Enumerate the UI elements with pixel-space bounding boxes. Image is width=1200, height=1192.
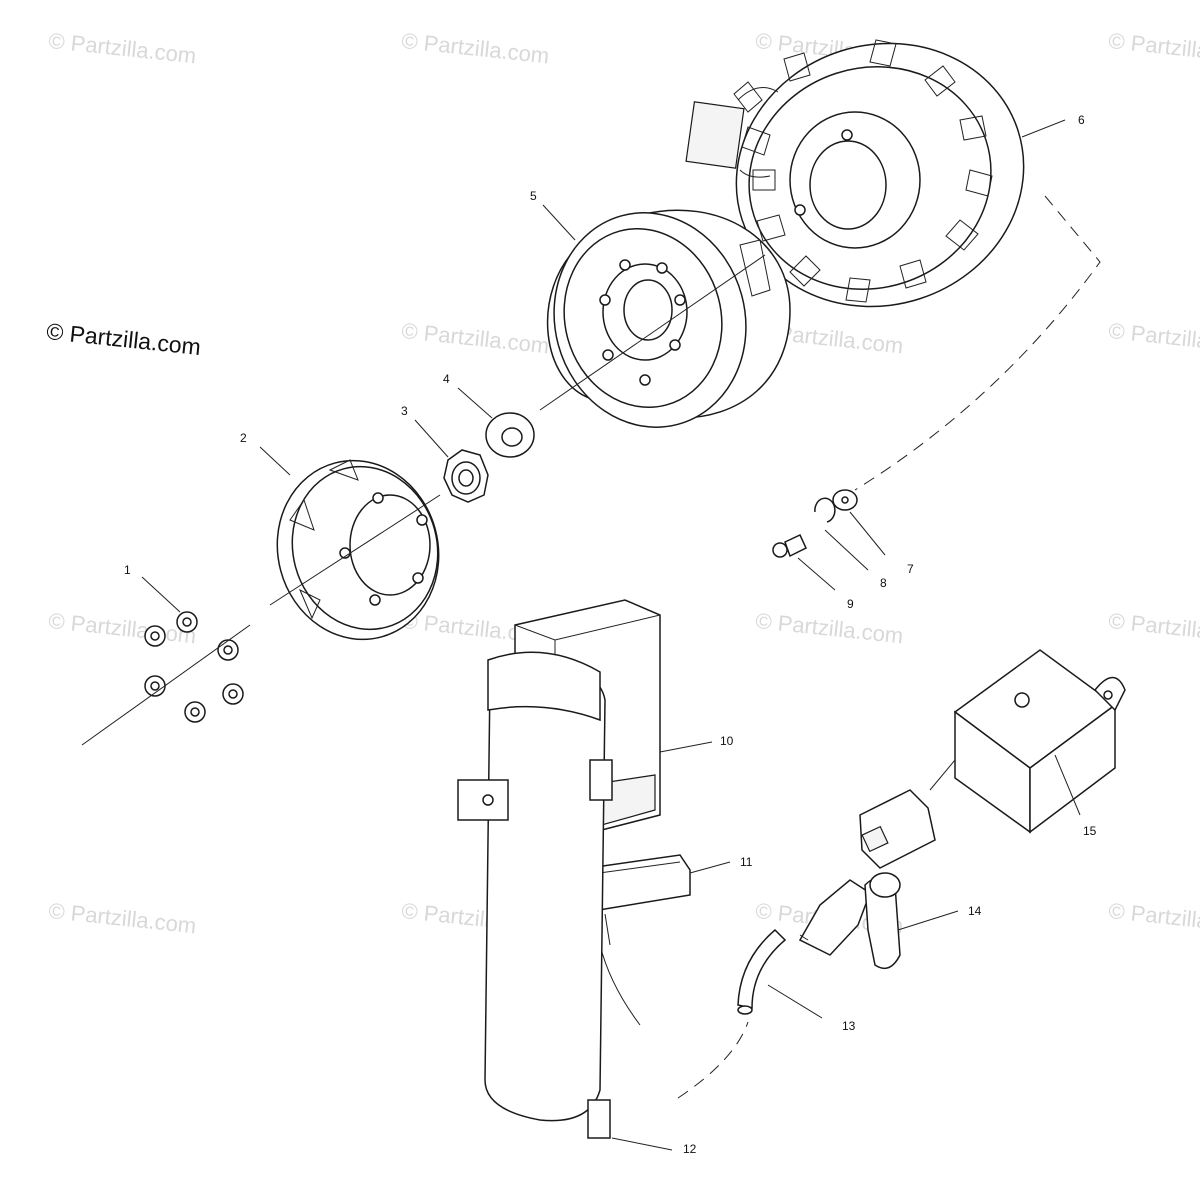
flywheel-part[interactable]	[530, 191, 791, 449]
starter-cup-part[interactable]	[257, 442, 458, 657]
callout-8: 8	[880, 576, 887, 590]
spark-plug-cap-part[interactable]	[798, 872, 901, 970]
callout-12: 12	[683, 1142, 697, 1156]
washer-small-part[interactable]	[832, 489, 858, 511]
callout-2: 2	[240, 431, 247, 445]
regulator-part[interactable]	[859, 649, 1126, 869]
callout-6: 6	[1078, 113, 1085, 127]
washer-part[interactable]	[485, 412, 535, 458]
callout-10: 10	[720, 734, 734, 748]
callout-13: 13	[842, 1019, 856, 1033]
lock-washer-part[interactable]	[814, 497, 836, 523]
screw-part[interactable]	[772, 534, 807, 558]
callout-3: 3	[401, 404, 408, 418]
callout-14: 14	[968, 904, 982, 918]
callout-11: 11	[740, 855, 753, 869]
stator-part[interactable]	[685, 7, 1058, 344]
callout-15: 15	[1083, 824, 1097, 838]
callout-4: 4	[443, 372, 450, 386]
callout-9: 9	[847, 597, 854, 611]
plug-wire-part[interactable]	[737, 928, 787, 1015]
leader-lines	[81, 119, 1101, 1151]
bolts-part[interactable]	[144, 611, 244, 723]
callout-5: 5	[530, 189, 537, 203]
callout-1: 1	[124, 563, 131, 577]
ignition-coil-part[interactable]	[457, 651, 613, 1139]
callout-7: 7	[907, 562, 914, 576]
nut-part[interactable]	[443, 449, 489, 503]
